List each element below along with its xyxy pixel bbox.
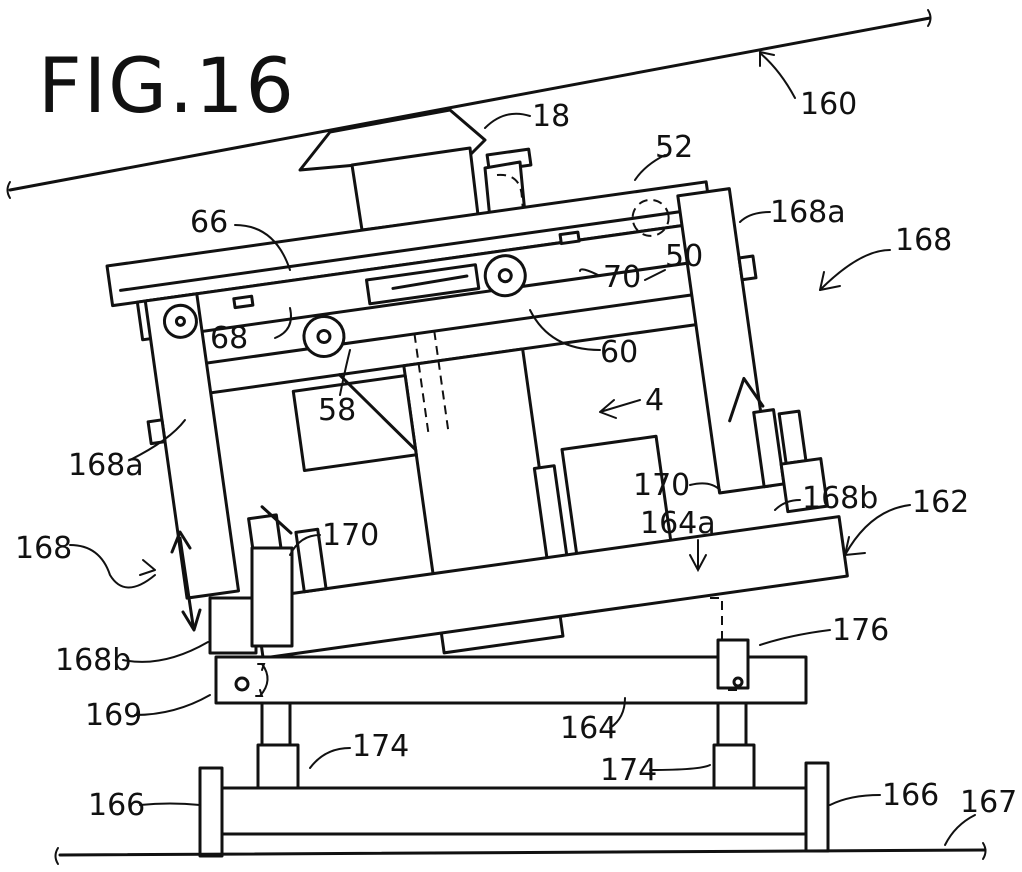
label-60: 60 bbox=[600, 335, 638, 370]
label-160: 160 bbox=[800, 87, 857, 122]
label-18: 18 bbox=[532, 99, 570, 134]
label-50: 50 bbox=[665, 239, 703, 274]
label-164a: 164a bbox=[640, 506, 716, 541]
base-rails bbox=[198, 761, 830, 858]
label-176: 176 bbox=[832, 613, 889, 648]
figure-title: FIG.16 bbox=[38, 41, 296, 130]
label-162: 162 bbox=[912, 485, 969, 520]
label-168b-right: 168b bbox=[802, 481, 878, 516]
label-169: 169 bbox=[85, 698, 142, 733]
label-167: 167 bbox=[960, 785, 1017, 820]
label-68: 68 bbox=[210, 321, 248, 356]
left-cylinder-assembly bbox=[208, 546, 294, 655]
leader-lines bbox=[69, 51, 976, 846]
label-70: 70 bbox=[603, 260, 641, 295]
ground-line bbox=[54, 842, 987, 865]
label-170-right: 170 bbox=[633, 468, 690, 503]
label-168b-left: 168b bbox=[55, 643, 131, 678]
tilt-arrow bbox=[170, 530, 202, 632]
label-168a-left: 168a bbox=[68, 448, 144, 483]
label-58: 58 bbox=[318, 393, 356, 428]
label-164: 164 bbox=[560, 711, 617, 746]
supports-174 bbox=[256, 701, 756, 792]
cylinder-176 bbox=[710, 597, 750, 691]
pivot-beam bbox=[214, 655, 808, 705]
label-168-left: 168 bbox=[15, 531, 72, 566]
reference-labels: 18 160 52 66 168a 168 70 50 68 60 58 4 1… bbox=[15, 87, 1017, 823]
main-frame bbox=[105, 180, 849, 660]
label-66: 66 bbox=[190, 205, 228, 240]
label-52: 52 bbox=[655, 130, 693, 165]
label-166-left: 166 bbox=[88, 788, 145, 823]
label-174-left: 174 bbox=[352, 729, 409, 764]
label-174-right: 174 bbox=[600, 753, 657, 788]
label-168-top: 168 bbox=[895, 223, 952, 258]
inclined-ceiling-line bbox=[6, 9, 932, 199]
label-166-right: 166 bbox=[882, 778, 939, 813]
label-168a-top: 168a bbox=[770, 195, 846, 230]
label-170-left: 170 bbox=[322, 518, 379, 553]
label-4: 4 bbox=[645, 383, 664, 418]
